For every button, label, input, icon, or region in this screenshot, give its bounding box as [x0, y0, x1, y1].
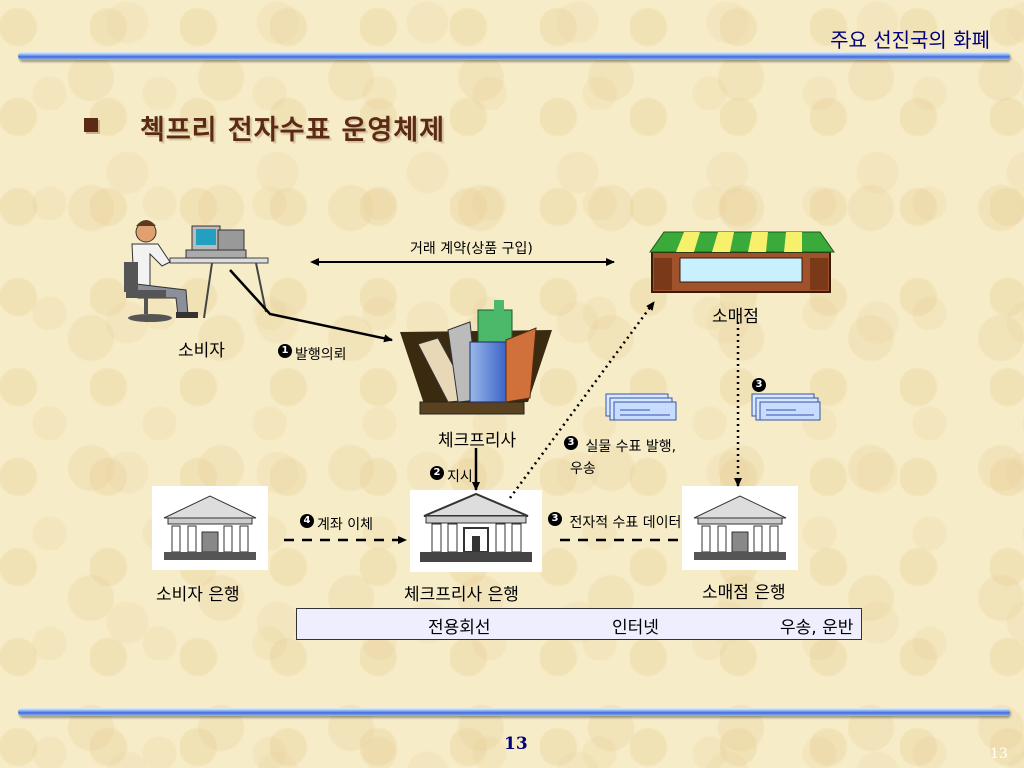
consumer-bank-icon	[152, 486, 268, 570]
footer-divider	[18, 708, 1010, 716]
check-bundle-store-icon	[751, 393, 821, 421]
step-number-badge: 3	[548, 512, 562, 526]
company-bank-label: 체크프리사 은행	[404, 585, 519, 605]
legend-box	[296, 608, 862, 640]
legend-mail-label: 우송, 운반	[780, 618, 854, 638]
electronic-data-label: 3 전자적 수표 데이터	[548, 512, 681, 532]
contract-label: 거래 계약(상품 구입)	[410, 241, 533, 257]
physical-check-label: 3 실물 수표 발행,	[564, 436, 676, 456]
store-bank-label: 소매점 은행	[702, 583, 786, 603]
legend-dedicated-line-label: 전용회선	[428, 618, 491, 638]
slide-number: 13	[990, 746, 1008, 762]
physical-check-arrow	[508, 301, 656, 499]
store-bank-icon	[682, 486, 798, 570]
section-title: 첵프리 전자수표 운영체제	[140, 115, 446, 146]
company-bank-icon	[410, 490, 542, 572]
company-label: 체크프리사	[438, 431, 517, 451]
consumer-label: 소비자	[178, 341, 225, 361]
step-number-badge: 3	[564, 436, 578, 450]
step-number-badge: 1	[278, 344, 292, 358]
check-bundle-icon	[605, 393, 677, 421]
bullet-square-icon	[84, 118, 98, 132]
step-number-badge: 4	[300, 514, 314, 528]
consumer-bank-label: 소비자 은행	[156, 585, 240, 605]
header-title: 주요 선진국의 화폐	[830, 28, 990, 52]
physical-check-label-line2: 우송	[570, 461, 596, 477]
store-shop-icon	[649, 231, 835, 293]
consumer-computer-icon	[124, 220, 269, 322]
page-number: 13	[504, 734, 528, 754]
legend-internet-label: 인터넷	[612, 618, 659, 638]
company-buildings-icon	[400, 300, 552, 415]
header-divider	[18, 52, 1010, 60]
step-number-badge: 2	[430, 466, 444, 480]
store-label: 소매점	[712, 307, 759, 327]
issue-request-arrow	[229, 269, 393, 343]
store-check-label: 3	[752, 378, 769, 394]
step-number-badge: 3	[752, 378, 766, 392]
